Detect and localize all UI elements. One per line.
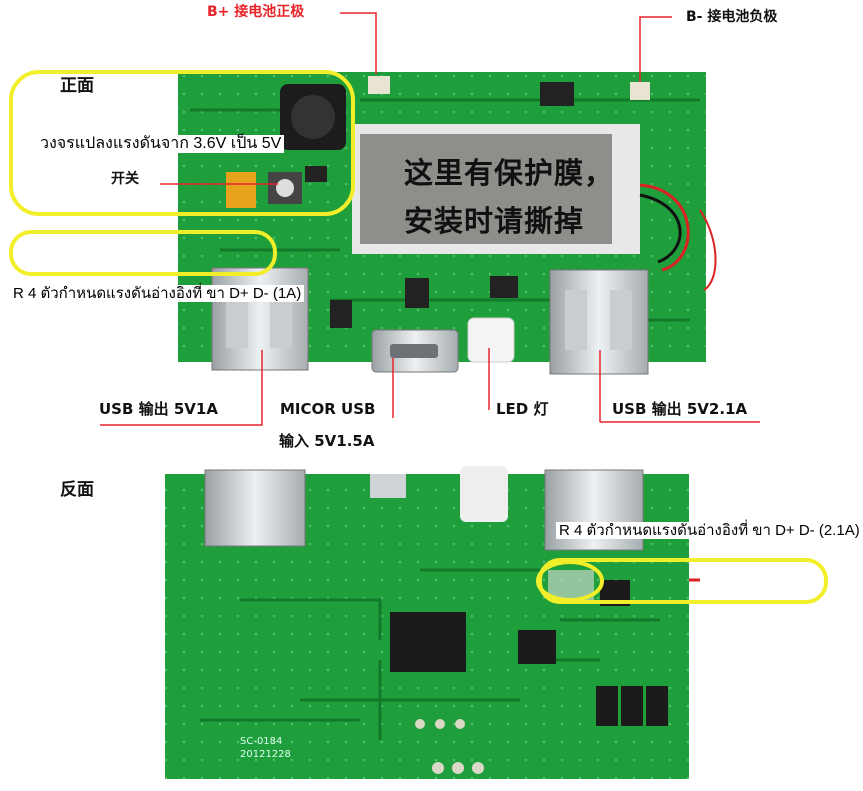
switch-label: 开关 — [111, 171, 139, 187]
usb-port-21a — [549, 269, 649, 375]
highlight-boost-circuit — [9, 70, 355, 216]
micro-usb-input-label: 输入 5V1.5A — [279, 432, 375, 450]
usb-21a-label: USB 输出 5V2.1A — [612, 400, 748, 418]
back-board — [165, 466, 700, 779]
b-plus-pad — [368, 76, 390, 94]
b-minus-pad — [630, 82, 650, 100]
highlight-r4-back-resistors — [536, 560, 604, 602]
main-ic — [390, 612, 466, 672]
capacitor — [226, 172, 256, 208]
highlight-r4-front — [9, 230, 277, 276]
highlights — [9, 70, 828, 604]
led-light — [467, 317, 515, 363]
board-id: SC-0184 — [240, 736, 283, 747]
lcd-text-line2: 安装时请撕掉 — [404, 204, 585, 238]
boost-circuit-label: วงจรแปลงแรงดันจาก 3.6V เป็น 5V — [37, 135, 285, 153]
front-board — [178, 72, 717, 375]
usb-1a-label: USB 输出 5V1A — [99, 400, 218, 418]
r4-front-label: R 4 ตัวกำหนดแรงดันอ่างอิงที่ ขา D+ D- (1… — [10, 285, 305, 302]
b-minus-label: B- 接电池负极 — [686, 9, 778, 25]
b-plus-label: B+ 接电池正极 — [207, 4, 305, 20]
back-usb-left — [204, 469, 306, 547]
front-label: 正面 — [60, 76, 94, 96]
micro-usb-label: MICOR USB — [280, 400, 376, 418]
board-date: 20121228 — [240, 749, 291, 760]
led-label: LED 灯 — [496, 400, 549, 418]
r4-back-label: R 4 ตัวกำหนดแรงดันอ่างอิงที่ ขา D+ D- (2… — [556, 522, 863, 539]
leader-lines — [100, 12, 760, 426]
lcd-screen — [360, 134, 612, 244]
back-label: 反面 — [60, 480, 94, 500]
lcd-text-line1: 这里有保护膜， — [404, 156, 615, 190]
